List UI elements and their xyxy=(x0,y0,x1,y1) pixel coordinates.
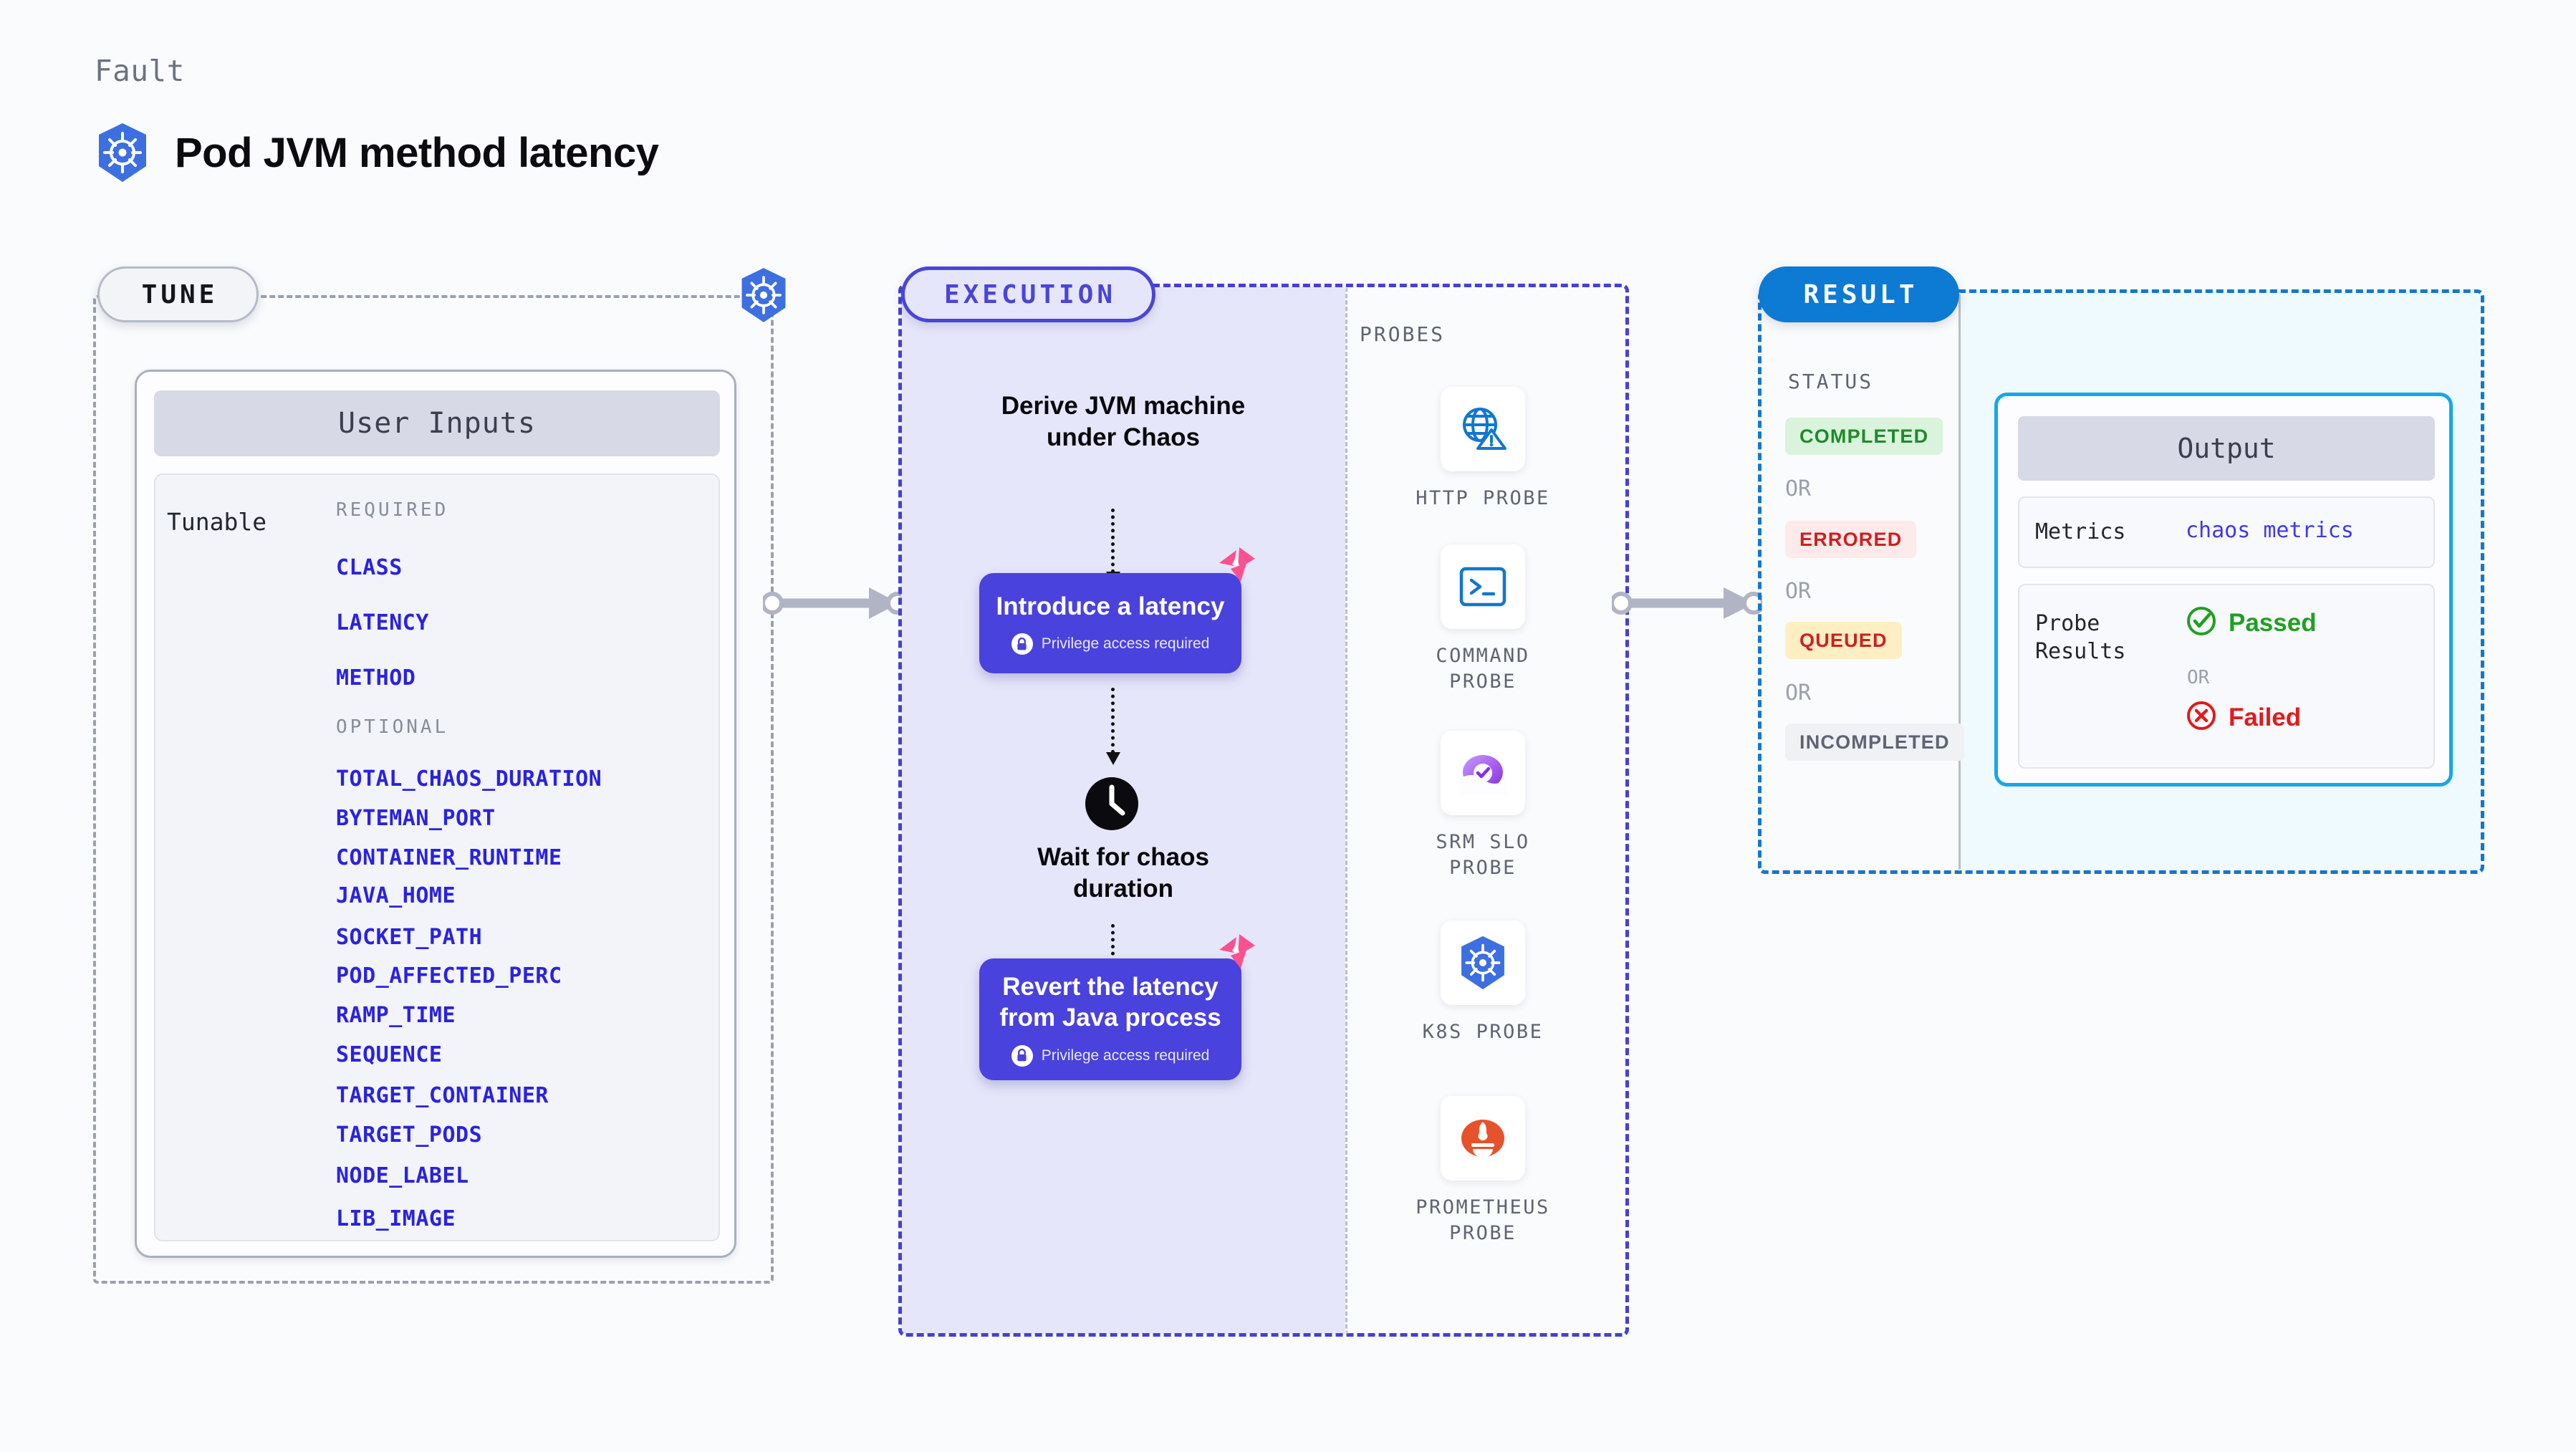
optional-group-label: OPTIONAL xyxy=(336,716,449,738)
output-card: Output Metrics chaos metrics Probe Resul… xyxy=(1994,393,2453,787)
probe-label: K8S PROBE xyxy=(1422,1021,1544,1043)
execution-card-title: Revert the latency from Java process xyxy=(999,973,1221,1032)
execution-stage-pill[interactable]: EXECUTION xyxy=(901,266,1155,322)
privilege-row: Privilege access required xyxy=(1011,633,1210,655)
output-card-header: Output xyxy=(2018,416,2435,481)
page-title-row: Pod JVM method latency xyxy=(95,122,659,183)
status-badge-queued: QUEUED xyxy=(1785,622,1902,659)
execution-card-title: Introduce a latency xyxy=(996,592,1225,620)
arrow-derive-to-latency xyxy=(1106,509,1120,585)
privilege-text: Privilege access required xyxy=(1041,635,1210,653)
output-probe-results-row xyxy=(2018,584,2435,769)
probe-prometheus[interactable]: PROMETHEUS PROBE xyxy=(1411,1096,1554,1247)
litmus-icon xyxy=(1215,544,1258,590)
x-circle-icon xyxy=(2186,700,2217,735)
or-label: OR xyxy=(1785,681,1812,706)
param-target-container[interactable]: TARGET_CONTAINER xyxy=(336,1083,549,1108)
privilege-text: Privilege access required xyxy=(1041,1047,1210,1064)
param-class[interactable]: CLASS xyxy=(336,555,403,580)
probe-result-passed-label: Passed xyxy=(2229,608,2317,637)
terminal-icon xyxy=(1441,544,1525,629)
tune-kubernetes-badge-icon xyxy=(738,266,789,327)
param-socket-path[interactable]: SOCKET_PATH xyxy=(336,925,483,950)
probe-srm-slo[interactable]: SRM SLO PROBE xyxy=(1411,731,1554,882)
probe-label: COMMAND PROBE xyxy=(1436,645,1530,693)
probe-result-passed: Passed xyxy=(2186,605,2317,640)
param-lib-image[interactable]: LIB_IMAGE xyxy=(336,1206,456,1231)
param-container-runtime[interactable]: CONTAINER_RUNTIME xyxy=(336,845,562,870)
result-panel xyxy=(1758,289,2484,874)
or-label: OR xyxy=(2187,667,2210,688)
param-java-home[interactable]: JAVA_HOME xyxy=(336,883,456,908)
status-badge-errored: ERRORED xyxy=(1785,521,1917,558)
prometheus-icon xyxy=(1441,1096,1525,1181)
execution-step-derive: Derive JVM machine under Chaos xyxy=(1001,392,1246,451)
user-inputs-body xyxy=(154,473,720,1241)
probe-label: SRM SLO PROBE xyxy=(1436,831,1530,880)
status-badge-completed: COMPLETED xyxy=(1785,418,1943,455)
param-pod-affected-perc[interactable]: POD_AFFECTED_PERC xyxy=(336,963,562,989)
litmus-icon xyxy=(1215,931,1258,976)
tunable-label: Tunable xyxy=(167,508,267,536)
slo-gauge-icon xyxy=(1441,731,1525,815)
user-inputs-card: User Inputs Tunable REQUIRED CLASS LATEN… xyxy=(135,370,736,1258)
execution-card-introduce-latency[interactable]: Introduce a latency Privilege access req… xyxy=(979,573,1241,673)
check-circle-icon xyxy=(2186,605,2217,640)
param-ramp-time[interactable]: RAMP_TIME xyxy=(336,1003,456,1028)
execution-probes-panel xyxy=(898,284,1629,1337)
output-metrics-value[interactable]: chaos metrics xyxy=(2186,518,2354,543)
probe-result-failed: Failed xyxy=(2186,700,2301,735)
clock-icon xyxy=(1083,775,1140,836)
param-latency[interactable]: LATENCY xyxy=(336,610,429,635)
param-target-pods[interactable]: TARGET_PODS xyxy=(336,1122,483,1148)
privilege-row: Privilege access required xyxy=(1011,1044,1210,1067)
kubernetes-icon xyxy=(95,122,150,183)
arrow-latency-to-wait xyxy=(1106,688,1120,765)
probe-label: PROMETHEUS PROBE xyxy=(1416,1196,1550,1245)
required-group-label: REQUIRED xyxy=(336,499,449,521)
globe-warning-icon xyxy=(1441,387,1525,471)
probe-result-failed-label: Failed xyxy=(2229,703,2302,731)
output-metrics-key: Metrics xyxy=(2035,519,2126,544)
probe-label: HTTP PROBE xyxy=(1416,487,1550,509)
param-method[interactable]: METHOD xyxy=(336,665,416,691)
lock-icon xyxy=(1011,633,1033,655)
tune-stage-pill[interactable]: TUNE xyxy=(97,266,259,322)
connector-tune-to-execution xyxy=(761,582,909,628)
status-title: STATUS xyxy=(1788,370,1874,393)
tune-panel xyxy=(93,295,774,1284)
probe-http[interactable]: HTTP PROBE xyxy=(1411,387,1554,511)
param-node-label[interactable]: NODE_LABEL xyxy=(336,1163,469,1188)
param-total-chaos-duration[interactable]: TOTAL_CHAOS_DURATION xyxy=(336,766,602,792)
execution-step-wait: Wait for chaos duration xyxy=(1037,843,1209,903)
execution-card-revert-latency[interactable]: Revert the latency from Java process Pri… xyxy=(979,958,1241,1080)
result-divider xyxy=(1959,292,1961,871)
result-stage-pill[interactable]: RESULT xyxy=(1759,266,1959,322)
probe-k8s[interactable]: K8S PROBE xyxy=(1411,920,1554,1045)
lock-icon xyxy=(1011,1044,1033,1067)
page-title: Pod JVM method latency xyxy=(175,129,659,176)
user-inputs-header: User Inputs xyxy=(154,390,720,456)
connector-execution-to-result xyxy=(1610,582,1765,628)
or-label: OR xyxy=(1785,579,1812,604)
page-kicker: Fault xyxy=(95,54,185,88)
output-probe-key: Probe Results xyxy=(2035,611,2126,664)
output-metrics-row xyxy=(2018,496,2435,568)
param-byteman-port[interactable]: BYTEMAN_PORT xyxy=(336,806,496,831)
param-sequence[interactable]: SEQUENCE xyxy=(336,1042,443,1067)
probes-title: PROBES xyxy=(1360,322,1446,346)
or-label: OR xyxy=(1785,476,1812,501)
kubernetes-icon xyxy=(1441,920,1525,1005)
probe-command[interactable]: COMMAND PROBE xyxy=(1411,544,1554,696)
status-badge-incompleted: INCOMPLETED xyxy=(1785,723,1964,761)
probes-divider xyxy=(1345,287,1626,1334)
